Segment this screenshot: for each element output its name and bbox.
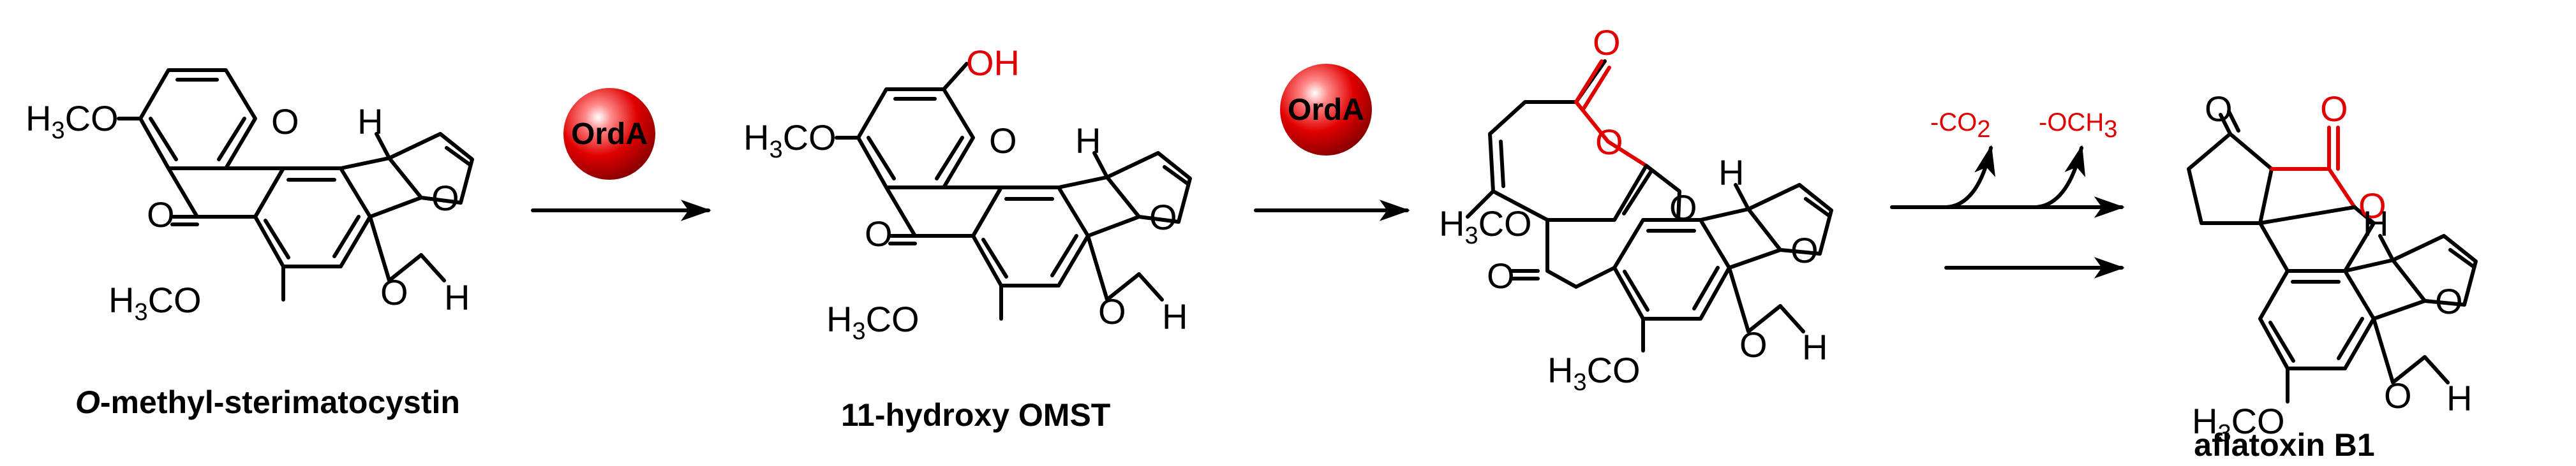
atom-o-furan-3: O [1791,230,1819,270]
atom-o-furan-4: O [2435,281,2463,321]
compound-name-2: 11-hydroxy OMST [841,397,1110,433]
atom-o-ketone-4: O [2205,89,2233,129]
atom-o-lactone-3: O [1595,122,1623,162]
atom-o-furan-1: O [431,178,459,218]
curved-arrow-co2 [1944,145,1996,209]
compound-intermediate [1466,59,1833,353]
byproduct-co2: -CO2 [1930,108,1990,143]
atom-o-carbonyl-2: O [865,214,893,254]
atom-o-ring-1: O [271,101,299,142]
atom-o-carbonyl-3a: O [1593,22,1621,62]
byproduct-och3: -OCH3 [2039,108,2117,143]
atom-oh-2: OH [966,43,1020,83]
atom-h3co-4: H3CO [2192,401,2285,447]
atom-h-3: H [1718,152,1744,193]
atom-h3co-1: H3CO [26,98,119,144]
atom-h-1b: H [444,277,470,317]
compound-name-1: O-methyl-sterimatocystin [75,384,460,420]
atom-o-carbonyl-4: O [2320,89,2348,129]
atom-h3co-1b: H3CO [108,280,202,326]
atom-h3co-3b: H3CO [1547,350,1641,396]
atom-h3co-2b: H3CO [826,299,919,345]
atom-o-ring-2: O [989,120,1017,161]
atom-o-furan-2b: O [1098,291,1126,331]
atom-h-2b: H [1162,296,1187,337]
atom-h-3b: H [1802,327,1828,367]
atom-o-furan-4b: O [2384,375,2412,416]
compound-aflatoxin-b1 [2187,110,2478,404]
atom-o-furan-2: O [1149,197,1177,237]
enzyme-label-1: OrdA [571,117,648,151]
compound-name-4: aflatoxin B1 [2194,427,2374,463]
atom-o-ring-3: O [1669,187,1697,228]
atom-o-lactone-4: O [2358,186,2386,226]
enzyme-ball-2 [1280,64,1372,156]
compound-omst [117,68,474,302]
atom-h3co-2: H3CO [743,117,837,163]
atom-h-4: H [2363,203,2388,244]
atom-o-carbonyl-1: O [147,194,175,235]
atom-h3co-3: H3CO [1439,203,1532,249]
enzyme-ball-1 [563,88,655,180]
atom-o-carbonyl-3b: O [1487,256,1515,296]
atom-o-furan-1b: O [380,272,408,312]
atom-o-furan-3b: O [1739,324,1768,365]
curved-arrow-och3 [2034,145,2086,209]
atom-h-2: H [1075,120,1101,161]
enzyme-label-2: OrdA [1288,93,1364,127]
atom-h-4b: H [2446,378,2472,418]
atom-h-1: H [357,101,383,142]
compound-11-hydroxy-omst [835,62,1192,321]
